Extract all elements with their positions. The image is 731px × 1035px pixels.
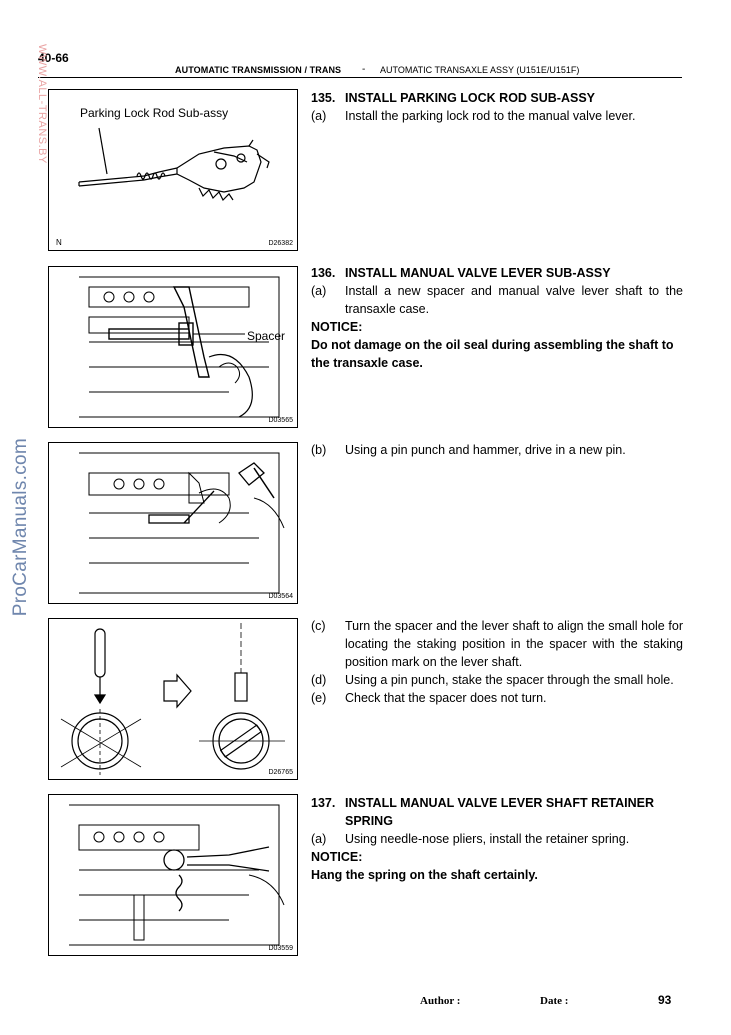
watermark-procarmanuals: ProCarManuals.com: [10, 438, 31, 617]
substep-lead: (d): [311, 673, 327, 687]
step-137-heading: 137. INSTALL MANUAL VALVE LEVER SHAFT RE…: [311, 794, 683, 830]
figure-code: D26765: [268, 769, 293, 776]
step-136-b: (b) Using a pin punch and hammer, drive …: [311, 441, 683, 459]
step-number: 136.: [311, 266, 336, 280]
step-number: 135.: [311, 91, 336, 105]
figure-corner-mark: N: [56, 238, 62, 247]
figure-pin-punch-hammer: D03564: [48, 442, 298, 604]
watermark-all-trans: WWW.ALL-TRANS.BY: [36, 44, 48, 164]
substep-text: Install the parking lock rod to the manu…: [345, 109, 636, 123]
step-title: INSTALL MANUAL VALVE LEVER SUB-ASSY: [345, 266, 611, 280]
step-title: INSTALL PARKING LOCK ROD SUB-ASSY: [345, 91, 596, 105]
parking-lock-rod-illustration: [78, 127, 270, 202]
step-136-e: (e) Check that the spacer does not turn.: [311, 689, 683, 707]
substep-text: Using needle-nose pliers, install the re…: [345, 832, 630, 846]
figure-code: D03564: [268, 593, 293, 600]
footer-author-label: Author :: [420, 995, 461, 1007]
substep-text: Using a pin punch and hammer, drive in a…: [345, 443, 626, 457]
retainer-spring-pliers-illustration: [69, 804, 285, 946]
step-136-a: (a) Install a new spacer and manual valv…: [311, 282, 683, 318]
figure-retainer-spring: D03559: [48, 794, 298, 956]
header-section: AUTOMATIC TRANSMISSION / TRANS: [175, 65, 342, 75]
step-136-c: (c) Turn the spacer and the lever shaft …: [311, 617, 683, 671]
step-135-heading: 135. INSTALL PARKING LOCK ROD SUB-ASSY: [311, 89, 683, 107]
step-136-d: (d) Using a pin punch, stake the spacer …: [311, 671, 683, 689]
step-135: 135. INSTALL PARKING LOCK ROD SUB-ASSY (…: [311, 89, 683, 125]
substep-lead: (a): [311, 284, 327, 298]
manual-valve-lever-spacer-illustration: [79, 276, 280, 418]
notice-text: Do not damage on the oil seal during ass…: [311, 338, 674, 370]
step-136: 136. INSTALL MANUAL VALVE LEVER SUB-ASSY…: [311, 264, 683, 372]
substep-text: Using a pin punch, stake the spacer thro…: [345, 673, 674, 687]
substep-text: Check that the spacer does not turn.: [345, 691, 547, 705]
figure-code: D03565: [268, 417, 293, 424]
footer-page-number: 93: [658, 993, 672, 1007]
figure-manual-valve-lever-spacer: Spacer D03565: [48, 266, 298, 428]
spacer-staking-illustration: [60, 623, 285, 775]
figure-spacer-staking: D26765: [48, 618, 298, 780]
header-subsection: AUTOMATIC TRANSAXLE ASSY (U151E/U151F): [380, 65, 580, 75]
substep-lead: (a): [311, 832, 327, 846]
figure-label-spacer: Spacer: [247, 329, 286, 343]
figure-label-parking-lock-rod: Parking Lock Rod Sub-assy: [80, 106, 229, 120]
notice-label: NOTICE:: [311, 850, 363, 864]
step-137-a: (a) Using needle-nose pliers, install th…: [311, 830, 683, 848]
step-136-c-e: (c) Turn the spacer and the lever shaft …: [311, 617, 683, 707]
step-title: INSTALL MANUAL VALVE LEVER SHAFT RETAINE…: [345, 796, 655, 828]
footer-date-label: Date :: [540, 995, 569, 1007]
pin-punch-hammer-illustration: [79, 452, 285, 594]
substep-lead: (c): [311, 619, 326, 633]
substep-lead: (e): [311, 691, 327, 705]
header-rule: [38, 77, 682, 78]
figure-code: D26382: [268, 240, 293, 247]
figure-parking-lock-rod: Parking Lock Rod Sub-assy N D26382: [48, 89, 298, 251]
step-137: 137. INSTALL MANUAL VALVE LEVER SHAFT RE…: [311, 794, 683, 884]
step-number: 137.: [311, 796, 336, 810]
substep-text: Turn the spacer and the lever shaft to a…: [345, 619, 683, 669]
page-number: 40-66: [38, 51, 69, 65]
substep-text: Install a new spacer and manual valve le…: [345, 284, 683, 316]
notice-text: Hang the spring on the shaft certainly.: [311, 868, 538, 882]
figure-code: D03559: [268, 945, 293, 952]
substep-lead: (b): [311, 443, 327, 457]
header-separator: -: [362, 64, 366, 75]
step-135-a: (a) Install the parking lock rod to the …: [311, 107, 683, 125]
substep-lead: (a): [311, 109, 327, 123]
notice-label: NOTICE:: [311, 320, 363, 334]
step-136-heading: 136. INSTALL MANUAL VALVE LEVER SUB-ASSY: [311, 264, 683, 282]
